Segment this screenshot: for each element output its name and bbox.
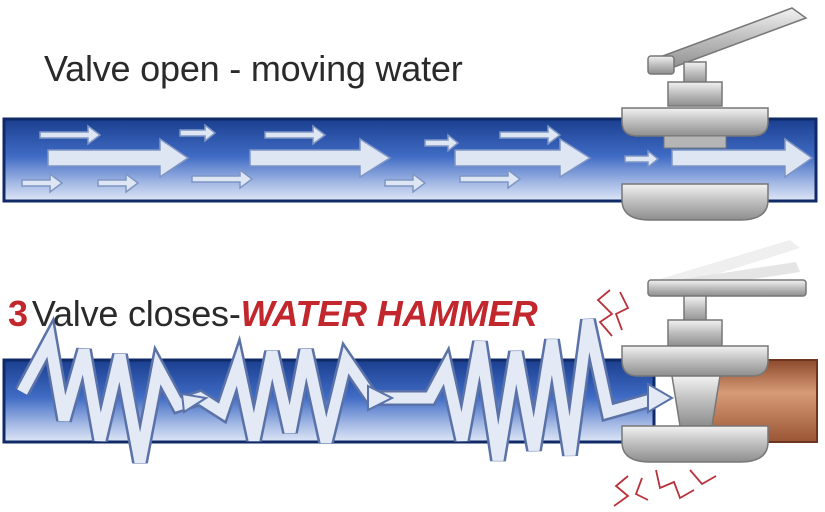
caption-valve-open: Valve open - moving water (44, 48, 463, 90)
pressure-wave-zigzag (14, 315, 674, 464)
caption-valve-open-text: Valve open - moving water (44, 48, 463, 89)
water-hammer-label: WATER HAMMER (240, 293, 538, 334)
valve-closed (621, 240, 807, 463)
valve-open (621, 7, 808, 221)
step-number: 3 (8, 293, 28, 334)
caption-valve-closes-text: Valve closes- (31, 293, 241, 334)
vibration-lines (596, 289, 717, 507)
flow-arrows (21, 123, 814, 194)
